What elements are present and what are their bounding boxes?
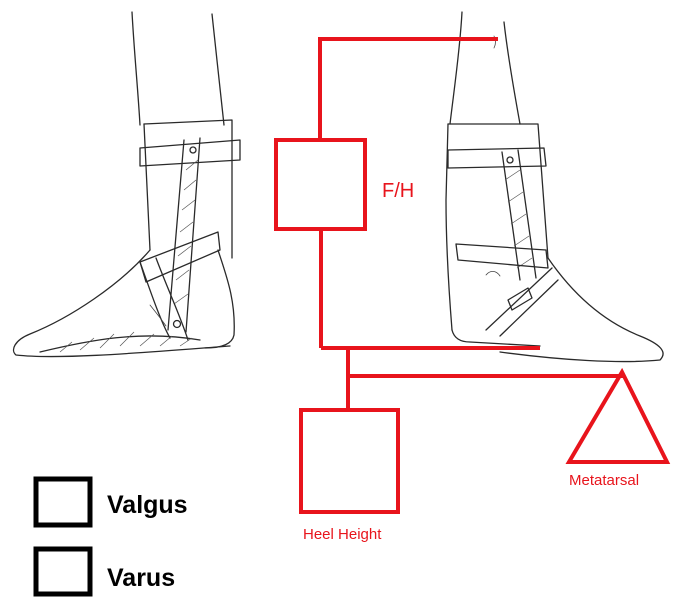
valgus-label: Valgus <box>107 491 188 519</box>
heel-height-label: Heel Height <box>303 526 382 543</box>
fh-label: F/H <box>382 180 414 202</box>
fh-top-bracket <box>320 39 498 140</box>
option-varus[interactable]: Varus <box>36 549 175 594</box>
metatarsal-triangle <box>569 372 667 462</box>
option-valgus[interactable]: Valgus <box>36 479 188 525</box>
varus-label: Varus <box>107 564 175 592</box>
metatarsal-label: Metatarsal <box>569 472 639 489</box>
left-leg-brace-sketch <box>14 12 240 357</box>
heel-height-box <box>301 410 398 512</box>
metatarsal-measure: Metatarsal <box>348 372 667 489</box>
varus-checkbox[interactable] <box>36 549 90 594</box>
right-leg-brace-sketch <box>446 12 663 362</box>
fh-box <box>276 140 365 229</box>
valgus-checkbox[interactable] <box>36 479 90 525</box>
forefoot-hindfoot-measure: F/H <box>276 39 498 348</box>
